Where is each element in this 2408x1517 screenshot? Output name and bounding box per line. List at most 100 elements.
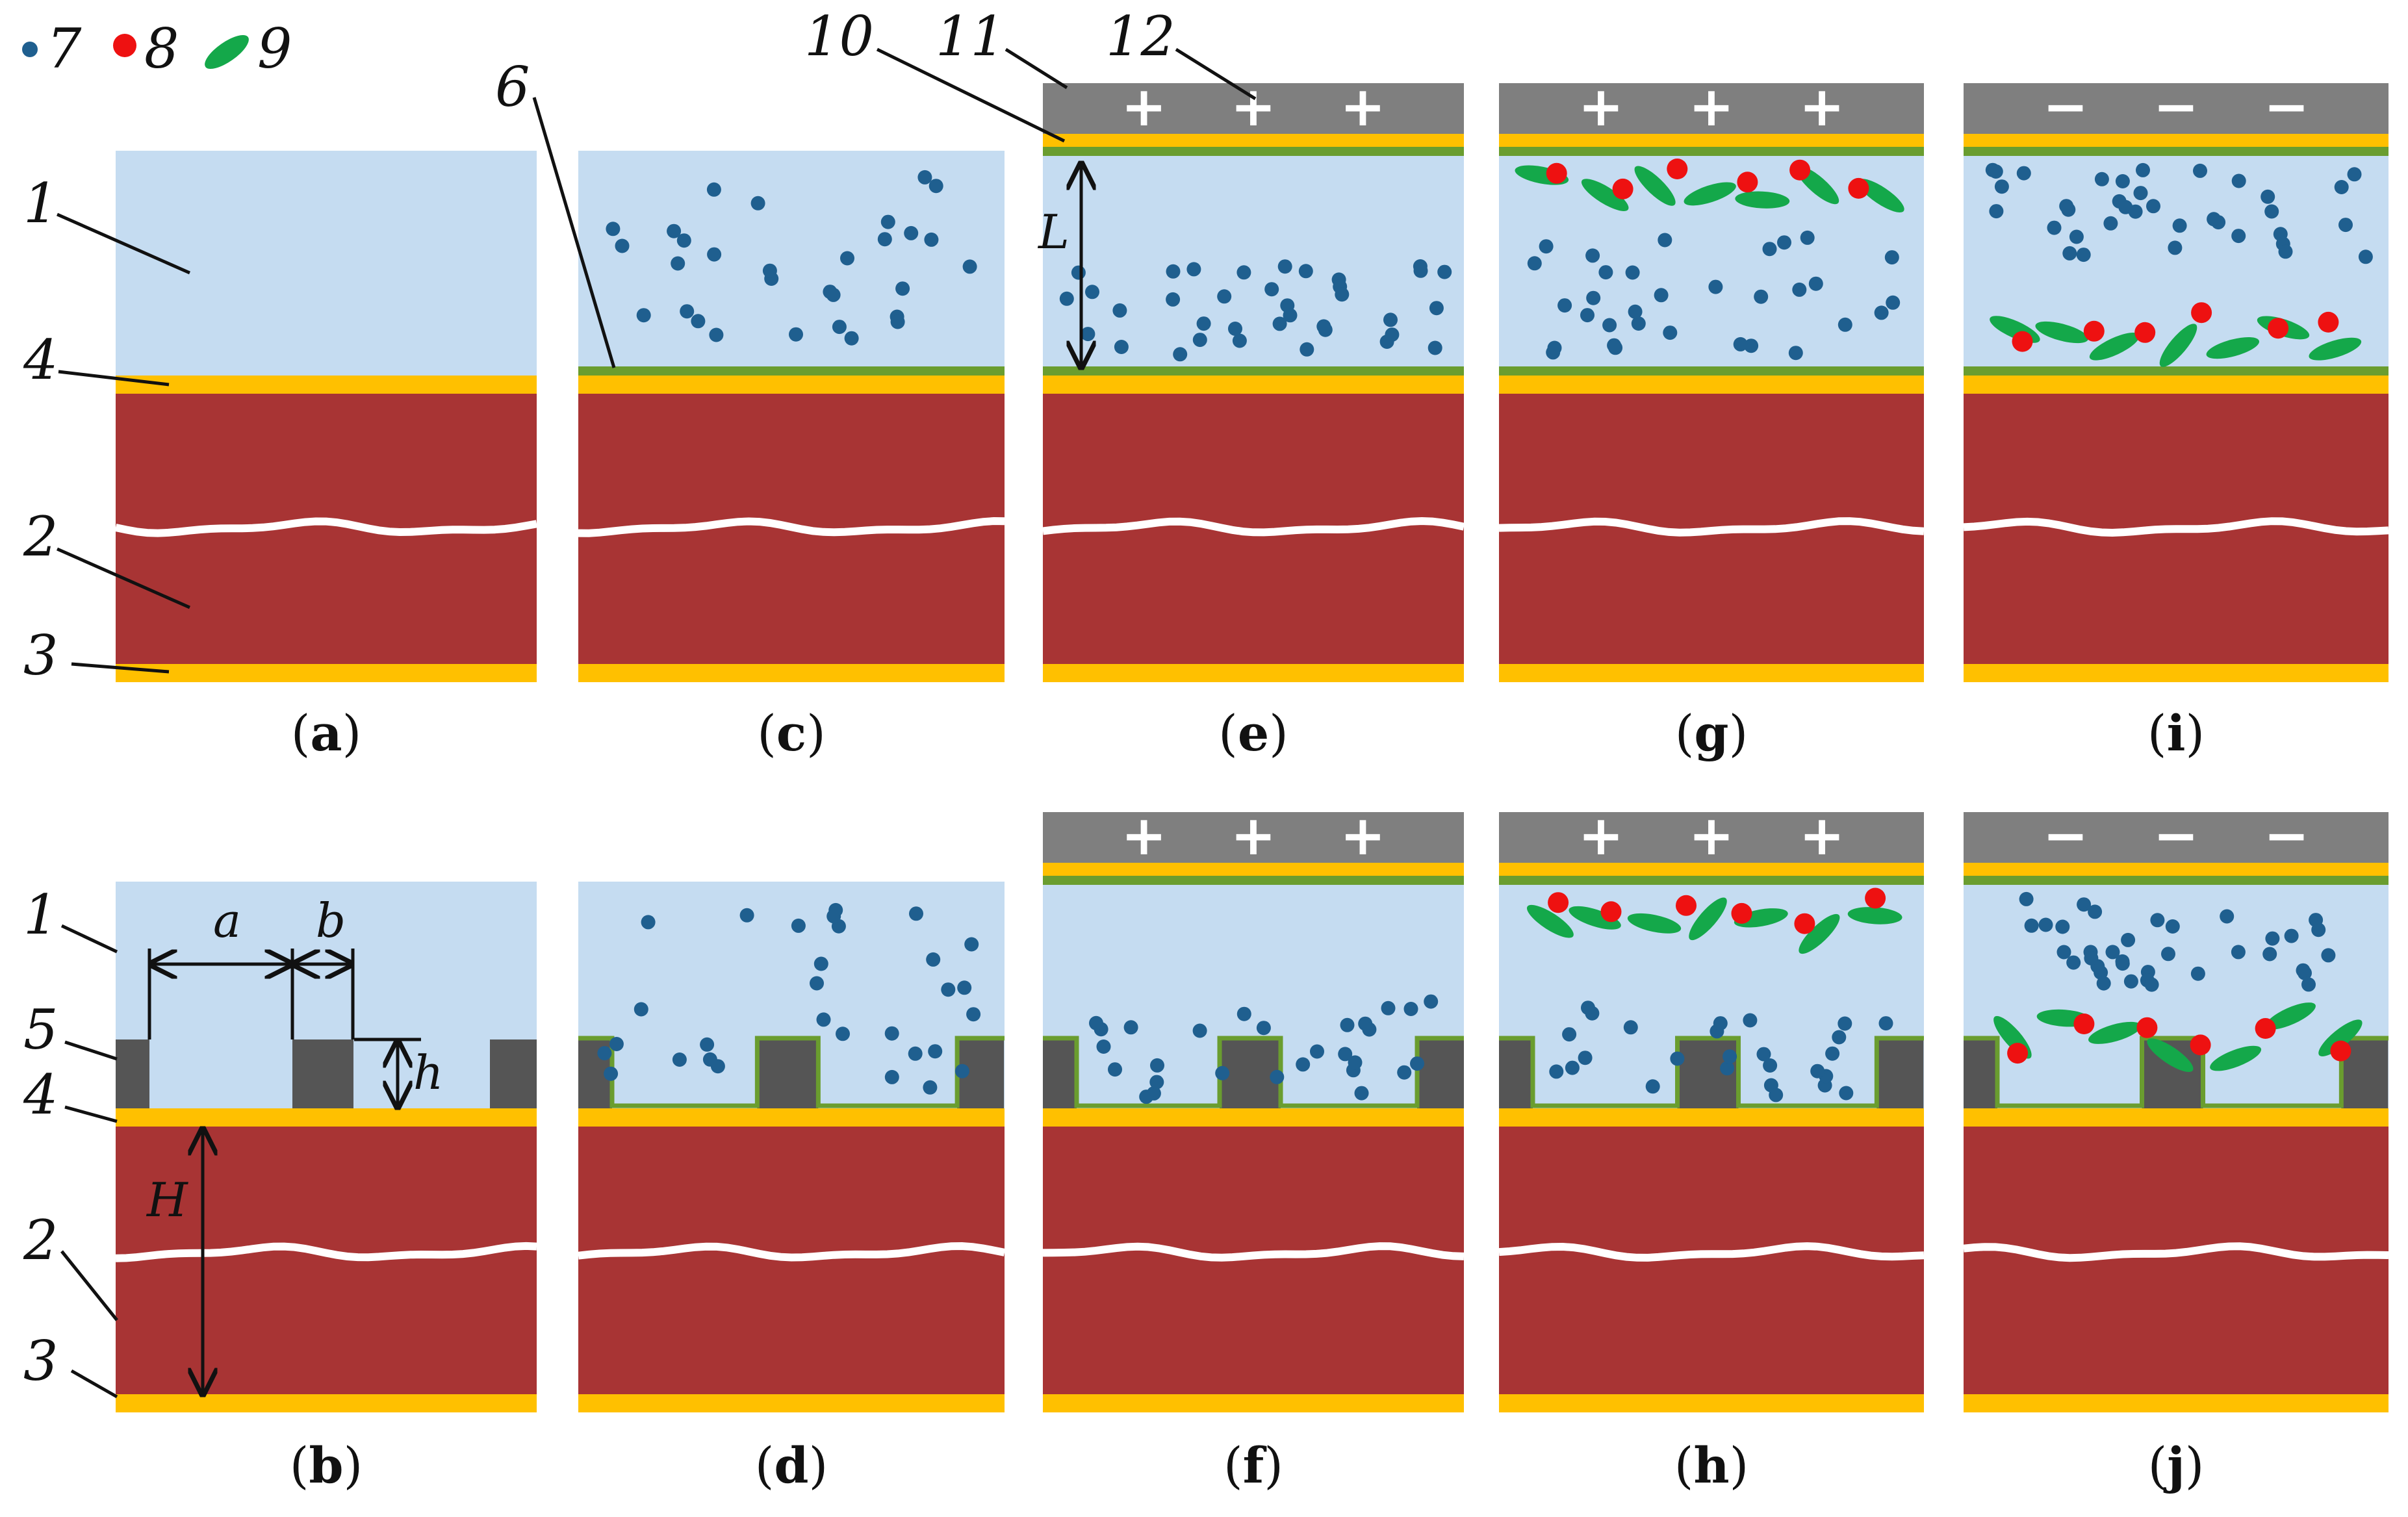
panel-caption-h: (h) [1674,1436,1749,1494]
electrode-sign: − [2264,804,2309,867]
small-molecule [1581,1001,1595,1015]
small-molecule [1437,264,1452,279]
dimension-b-label: b [316,893,346,948]
gold-layer-top [1499,1108,1924,1127]
small-molecule [706,182,721,197]
small-molecule [1733,337,1748,351]
electrode-gold [1499,863,1924,876]
small-molecule [2172,218,2187,233]
small-molecule [1264,282,1279,297]
small-molecule [895,281,910,296]
large-molecule [1799,913,1840,954]
small-molecule [1886,295,1901,310]
small-molecule [877,232,892,247]
gold-layer-bottom [1043,664,1464,682]
panel-j: −−−(j) [1963,804,2389,1494]
charged-molecule [2190,1034,2211,1056]
small-molecule [1424,994,1439,1009]
electrode-sign: − [2153,804,2199,867]
charged-molecule [2134,322,2156,343]
small-molecule [917,170,932,185]
small-molecule [604,1066,619,1081]
panel-caption-g: (g) [1675,704,1748,762]
small-molecule [739,908,754,923]
small-molecule [2207,212,2222,227]
panel-caption-f: (f) [1223,1436,1283,1494]
callout-1: 1 [23,172,58,235]
small-molecule [2069,229,2084,244]
small-molecule [2077,897,2092,912]
small-molecule [884,1069,899,1084]
gold-layer-bottom [1964,1394,2389,1412]
leader-1 [56,212,191,275]
substrate [1043,1127,1464,1394]
gold-layer-bottom [1499,1394,1924,1412]
small-molecule [1839,1086,1854,1101]
dimension-H-label: H [146,1173,188,1227]
immobilized-layer [1499,366,1924,376]
pillar [116,1039,149,1108]
small-molecule [1607,338,1622,353]
callout-b-1: 1 [23,883,58,947]
charged-molecule [1612,178,1633,199]
small-molecule [1338,1047,1353,1062]
small-molecule [1379,335,1394,349]
electrode-sign: + [1231,75,1276,138]
small-molecule [1192,1023,1207,1038]
small-molecule [1565,1060,1580,1075]
annotation-layer: 7 8 9 1 4 2 3 6 10 11 12 L 1 5 4 2 3 [22,5,1257,1399]
small-molecule [2016,166,2031,181]
small-molecule [641,915,656,930]
small-molecule [2024,918,2039,933]
small-molecule [2121,932,2136,947]
small-molecule [1232,333,1247,348]
charged-molecule [2255,1018,2276,1039]
small-molecule [1300,342,1314,357]
panel-b: (b) [115,882,537,1494]
small-molecule [671,256,685,271]
small-molecule [2128,204,2143,219]
small-molecule [1625,265,1640,280]
small-molecule [2146,199,2160,214]
gold-layer-bottom [1964,664,2389,682]
small-molecule [606,222,621,236]
electrode-plate [1964,83,2389,134]
panel-a: (a) [114,151,538,762]
break-line [1042,516,1465,537]
small-molecule [2278,244,2293,259]
small-molecule [2220,909,2235,924]
small-molecule [2334,180,2349,194]
small-molecule [609,1037,624,1051]
small-molecule [2190,966,2205,981]
small-molecule [636,308,651,323]
electrode-plate [1499,812,1924,863]
small-molecule [2019,891,2034,906]
electrode-sign: + [1578,75,1624,138]
charged-molecule [2073,1013,2095,1034]
small-molecule [1112,303,1127,318]
small-molecule [1743,1013,1758,1028]
small-molecule [1071,265,1086,280]
small-molecule [1838,1016,1852,1031]
small-molecule [2347,167,2362,182]
charged-molecule [1600,901,1622,923]
small-molecule [597,1046,612,1061]
large-molecule [2147,1038,2194,1073]
immobilized-layer [1964,1036,2389,1108]
small-molecule [1586,290,1601,305]
small-molecule [1631,316,1646,331]
small-molecule [1654,288,1669,303]
panels-layer: (a)(c)+++(e)+++(g)−−−(i)(b)(d)+++(f)+++(… [114,75,2389,1494]
large-molecule [2309,337,2362,361]
small-molecule [2144,977,2159,992]
callout-12: 12 [1106,5,1175,68]
small-molecule [2261,189,2275,204]
large-molecule [2210,1045,2262,1071]
small-molecule [1557,298,1572,313]
small-molecule [1645,1079,1660,1094]
small-molecule [1192,333,1207,348]
gold-layer-bottom [578,664,1005,682]
callout-6: 6 [495,55,530,119]
break-line [578,516,1005,537]
electrode-plate [1964,812,2389,863]
